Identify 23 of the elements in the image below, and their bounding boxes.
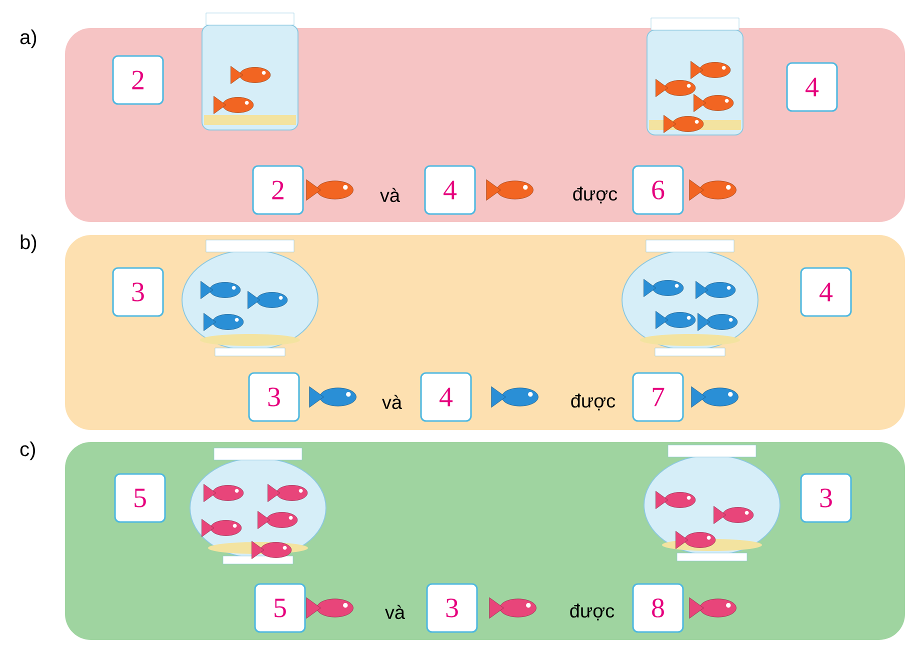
word: và [382,394,402,410]
part-label: b) [20,234,36,254]
number-box: 8 [632,583,684,633]
part-label: c) [20,442,35,460]
number-box: 4 [800,267,852,317]
number-box: 6 [632,165,684,215]
number-box: 3 [248,372,300,422]
word: được [570,604,614,620]
part-label: a) [20,30,36,48]
number-box: 4 [424,165,476,215]
number-box: 3 [112,267,164,317]
number-box: 5 [114,473,166,523]
word: được [571,394,616,410]
number-box: 3 [426,583,478,633]
number-box: 2 [252,165,304,215]
number-box: 4 [420,372,472,422]
number-box: 4 [786,62,838,112]
number-box: 3 [800,473,852,523]
number-box: 7 [632,372,684,422]
number-box: 5 [254,583,306,633]
number-box: 2 [112,55,164,105]
word: và [385,604,406,620]
word: và [380,188,400,202]
